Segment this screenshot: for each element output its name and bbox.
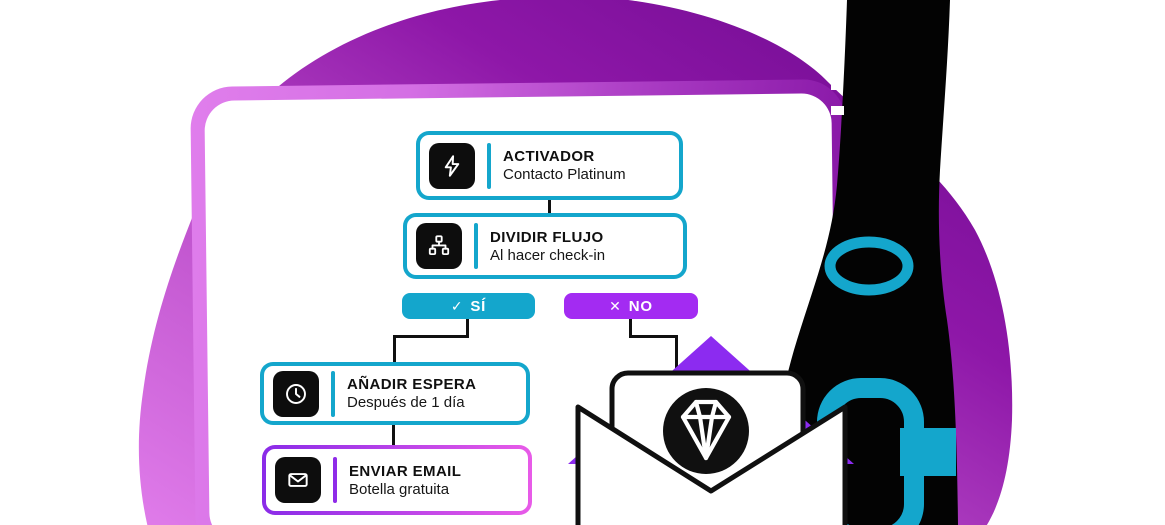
- node-split-inner: DIVIDIR FLUJO Al hacer check-in: [407, 217, 683, 275]
- check-icon: ✓: [450, 297, 464, 314]
- connector-yes-horizontal: [393, 335, 469, 338]
- clock-icon: [273, 370, 319, 417]
- branch-yes-pill: ✓ SÍ: [402, 293, 535, 319]
- connector-no-drop: [675, 335, 678, 369]
- node-email-inner: ENVIAR EMAIL Botella gratuita: [266, 449, 528, 511]
- envelope-icon: [275, 457, 321, 503]
- connector-yes-drop: [393, 335, 396, 363]
- connector-no-horizontal: [629, 335, 678, 338]
- node-subtitle: Botella gratuita: [349, 480, 450, 498]
- node-title: ACTIVADOR: [503, 148, 595, 165]
- bottle-tag-tab: [900, 428, 956, 476]
- node-accent-bar: [487, 142, 491, 189]
- node-subtitle: Después de 1 día: [347, 394, 465, 411]
- node-wait-inner: AÑADIR ESPERA Después de 1 día: [264, 366, 526, 421]
- x-icon: ✕: [609, 297, 622, 314]
- connector-yes-vertical: [466, 318, 469, 338]
- node-trigger: ACTIVADOR Contacto Platinum: [416, 131, 683, 200]
- node-wait-text: AÑADIR ESPERA Después de 1 día: [347, 376, 476, 411]
- node-split: DIVIDIR FLUJO Al hacer check-in: [403, 213, 687, 279]
- node-wait: AÑADIR ESPERA Después de 1 día: [260, 362, 530, 425]
- lightning-icon: [429, 142, 475, 189]
- sitemap-icon: [416, 223, 462, 269]
- node-accent-bar: [333, 457, 337, 503]
- connector-trigger-split: [548, 199, 551, 214]
- node-email-text: ENVIAR EMAIL Botella gratuita: [349, 463, 461, 498]
- bottle-neck-highlight: [831, 82, 843, 90]
- connector-wait-email: [392, 424, 395, 446]
- connector-no-vertical: [629, 318, 632, 338]
- branch-no-pill: ✕ NO: [564, 293, 698, 319]
- node-subtitle: Contacto Platinum: [503, 166, 626, 183]
- node-accent-bar: [474, 223, 478, 269]
- node-accent-bar: [331, 370, 335, 417]
- branch-yes-label: SÍ: [470, 297, 487, 315]
- branch-no-label: NO: [628, 297, 653, 315]
- node-email: ENVIAR EMAIL Botella gratuita: [262, 445, 532, 515]
- node-trigger-text: ACTIVADOR Contacto Platinum: [503, 148, 626, 183]
- node-trigger-inner: ACTIVADOR Contacto Platinum: [420, 135, 679, 196]
- node-title: AÑADIR ESPERA: [347, 376, 477, 393]
- node-subtitle: Al hacer check-in: [490, 246, 606, 264]
- node-title: ENVIAR EMAIL: [349, 462, 462, 480]
- node-split-text: DIVIDIR FLUJO Al hacer check-in: [490, 229, 605, 264]
- node-title: DIVIDIR FLUJO: [490, 228, 604, 246]
